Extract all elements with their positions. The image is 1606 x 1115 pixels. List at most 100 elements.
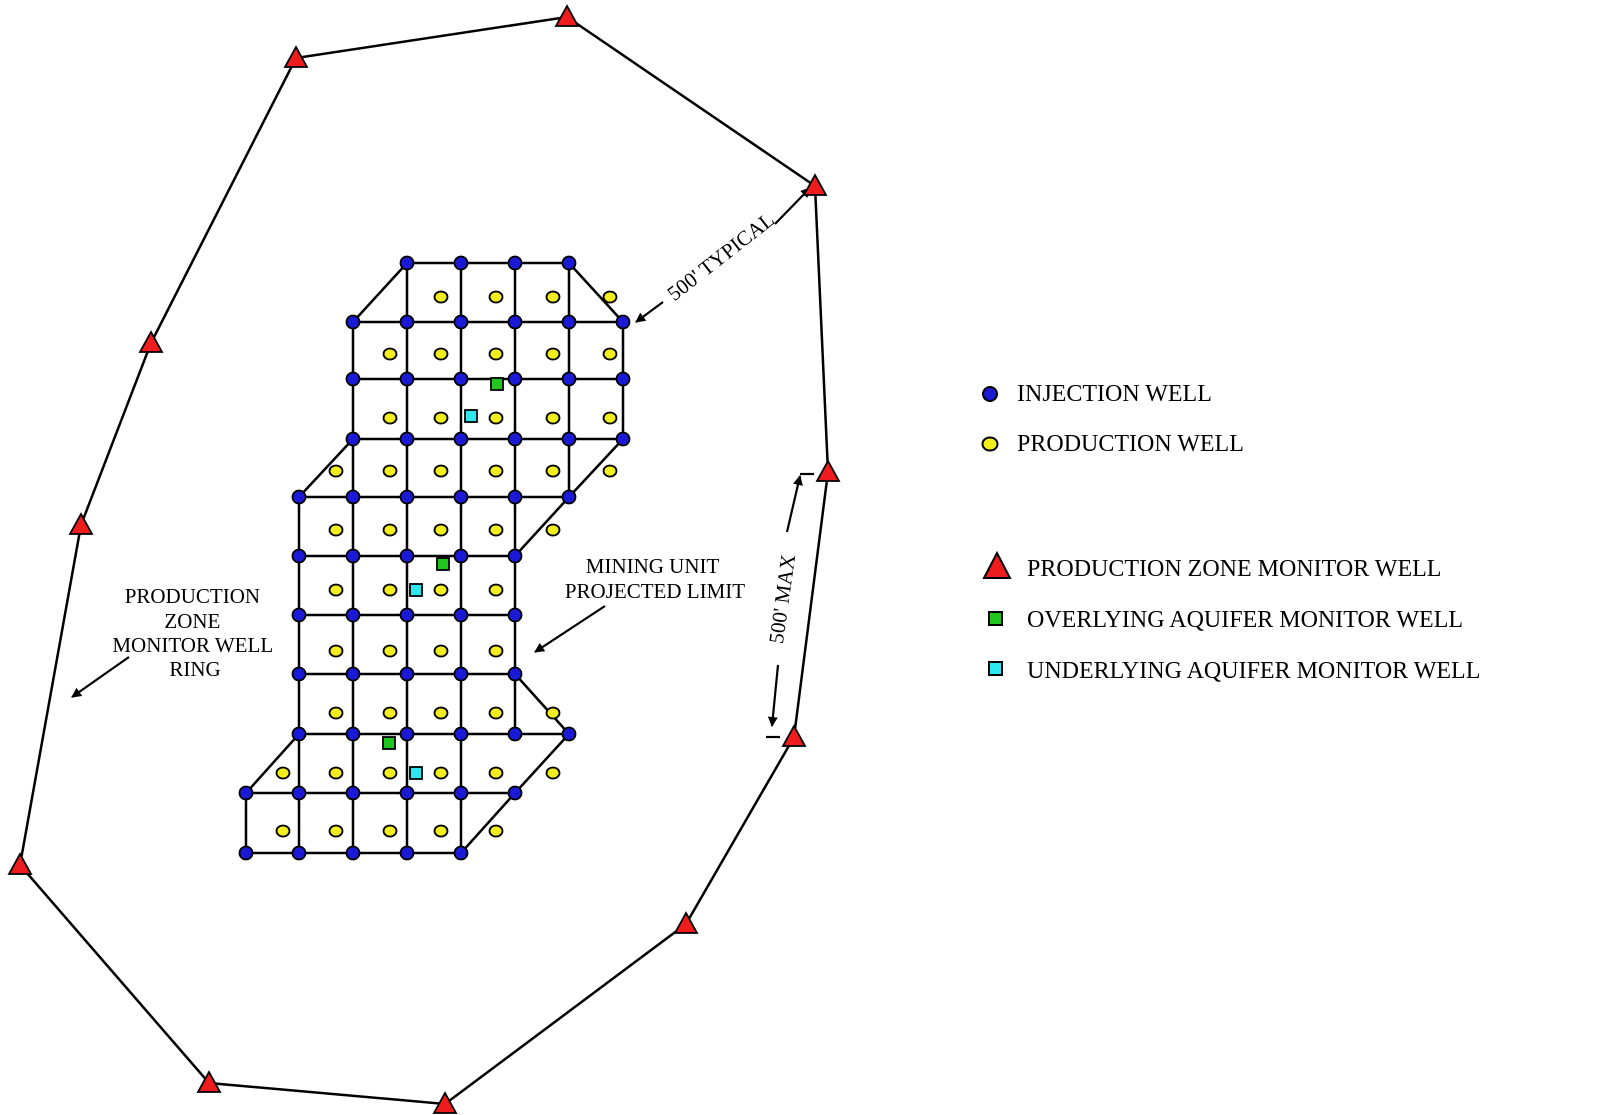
- overlying-aquifer-monitor-well: [490, 377, 504, 391]
- injection-well: [399, 845, 415, 861]
- legend-injection-symbol: [982, 386, 998, 402]
- injection-wells: [238, 255, 631, 861]
- injection-well: [345, 548, 361, 564]
- production-well: [275, 766, 291, 780]
- production-well: [545, 347, 561, 361]
- legend-overlying-symbol: [988, 611, 1003, 626]
- underlying-aquifer-monitor-well: [409, 766, 423, 780]
- production-well: [488, 644, 504, 658]
- production-well: [433, 290, 449, 304]
- production-well: [602, 411, 618, 425]
- injection-well: [399, 371, 415, 387]
- grid-line: [245, 733, 300, 794]
- injection-well: [291, 726, 307, 742]
- aquifer-monitor-wells: [382, 377, 504, 780]
- production-zone-monitor-well: [432, 1091, 458, 1114]
- production-well: [382, 766, 398, 780]
- production-wells: [275, 290, 618, 838]
- limit-label: MINING UNIT PROJECTED LIMIT: [565, 554, 745, 603]
- production-well: [433, 644, 449, 658]
- max-label: 500' MAX: [764, 553, 800, 645]
- max-arrow-up: [785, 475, 803, 533]
- injection-well: [507, 371, 523, 387]
- injection-well: [345, 666, 361, 682]
- grid-line: [352, 262, 408, 323]
- production-well: [488, 347, 504, 361]
- production-well: [382, 464, 398, 478]
- injection-well: [561, 431, 577, 447]
- production-well: [545, 766, 561, 780]
- production-zone-monitor-well: [781, 724, 807, 747]
- production-zone-monitor-well: [7, 852, 33, 875]
- dimension-arrows: [71, 187, 814, 739]
- production-well: [545, 411, 561, 425]
- production-well: [433, 706, 449, 720]
- production-well: [328, 523, 344, 537]
- limit-arrow: [534, 605, 606, 653]
- production-well: [488, 766, 504, 780]
- injection-well: [453, 314, 469, 330]
- production-well: [382, 411, 398, 425]
- injection-well: [291, 607, 307, 623]
- injection-well: [453, 607, 469, 623]
- grid-line: [568, 262, 624, 323]
- injection-well: [507, 431, 523, 447]
- production-well: [488, 523, 504, 537]
- injection-well: [345, 845, 361, 861]
- overlying-aquifer-monitor-well: [436, 557, 450, 571]
- production-well: [545, 464, 561, 478]
- injection-well: [399, 666, 415, 682]
- production-well: [328, 583, 344, 597]
- grid-line: [460, 792, 516, 854]
- injection-well: [399, 548, 415, 564]
- limit-label-line: MINING UNIT: [586, 554, 720, 578]
- production-well: [433, 411, 449, 425]
- injection-well: [453, 785, 469, 801]
- production-zone-monitor-wells: [7, 4, 841, 1114]
- production-zone-monitor-well: [802, 173, 828, 196]
- production-zone-monitor-well: [554, 4, 580, 27]
- injection-well: [291, 548, 307, 564]
- production-well: [382, 644, 398, 658]
- injection-well: [453, 431, 469, 447]
- production-well: [488, 824, 504, 838]
- ring-label-line: ZONE: [164, 609, 220, 633]
- injection-well: [507, 666, 523, 682]
- injection-well: [345, 785, 361, 801]
- injection-well: [291, 489, 307, 505]
- injection-well: [453, 726, 469, 742]
- ring-label-line: MONITOR WELL: [112, 633, 272, 657]
- production-well: [488, 290, 504, 304]
- production-zone-monitor-well: [68, 512, 94, 535]
- ring-arrow: [71, 656, 130, 698]
- production-zone-monitor-well: [815, 459, 841, 482]
- injection-well: [561, 489, 577, 505]
- production-zone-monitor-well: [283, 45, 309, 68]
- injection-well: [399, 726, 415, 742]
- injection-well: [291, 845, 307, 861]
- injection-well: [453, 666, 469, 682]
- injection-well: [615, 314, 631, 330]
- production-well: [433, 766, 449, 780]
- injection-well: [507, 548, 523, 564]
- injection-well: [615, 371, 631, 387]
- injection-well: [345, 314, 361, 330]
- production-well: [602, 464, 618, 478]
- production-well: [433, 523, 449, 537]
- legend-production-symbol: [981, 436, 999, 452]
- production-well: [382, 824, 398, 838]
- injection-well: [561, 255, 577, 271]
- grid-line: [514, 733, 570, 794]
- monitor-well-ring: [18, 15, 830, 1106]
- production-zone-monitor-well: [138, 330, 164, 353]
- injection-well: [399, 255, 415, 271]
- production-well: [488, 464, 504, 478]
- injection-well: [345, 489, 361, 505]
- grid-line: [514, 673, 570, 735]
- production-well: [433, 583, 449, 597]
- production-well: [602, 347, 618, 361]
- production-well: [433, 464, 449, 478]
- grid-line: [514, 496, 570, 557]
- injection-well: [291, 666, 307, 682]
- injection-well: [507, 607, 523, 623]
